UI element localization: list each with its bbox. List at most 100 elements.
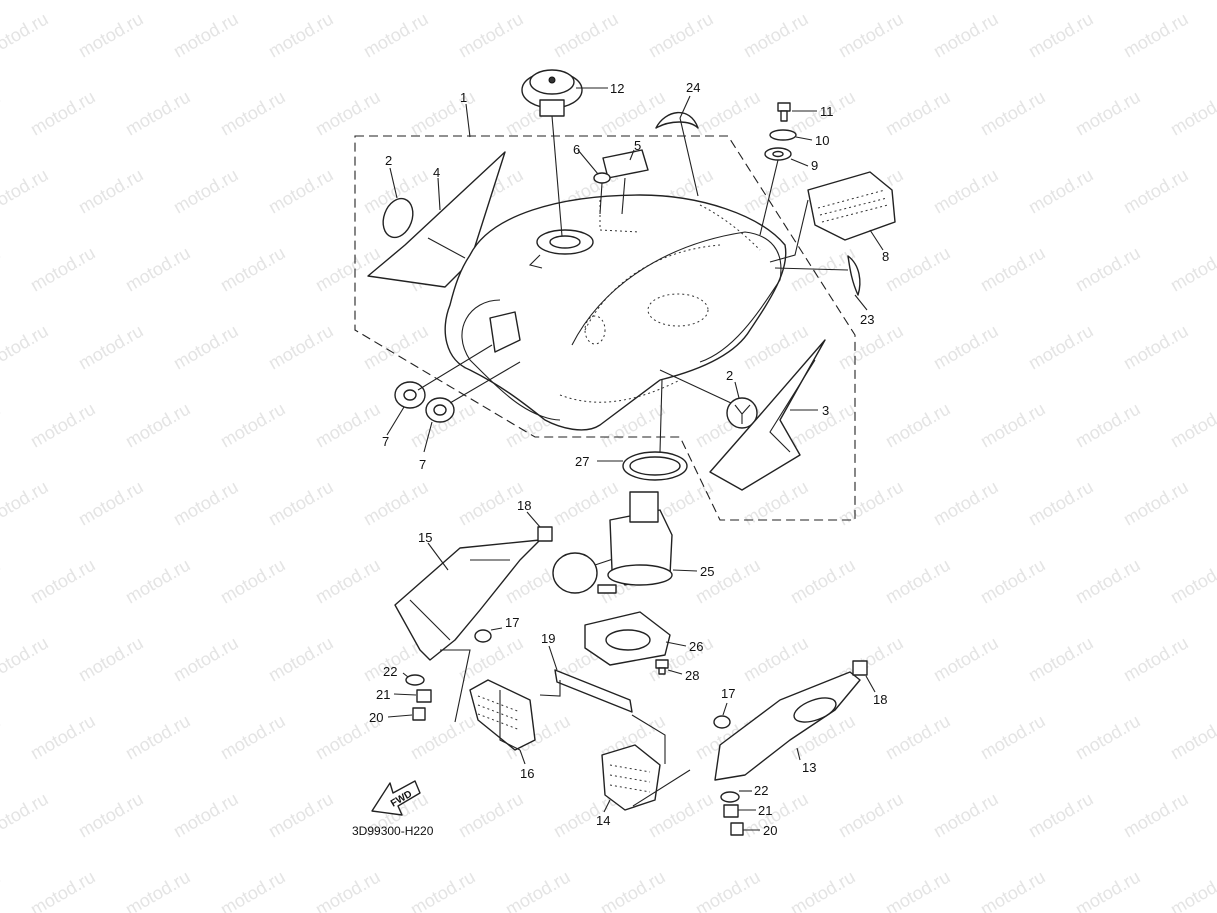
fuel-cap-base — [539, 99, 565, 117]
watermark-text: motod.ru — [265, 321, 337, 374]
watermark-text: motod.ru — [1025, 477, 1097, 530]
rear-rubber-pad — [807, 171, 896, 241]
watermark-text: motod.ru — [312, 867, 384, 913]
watermark-text: motod.ru — [930, 165, 1002, 218]
watermark-text: motod.ru — [977, 555, 1049, 608]
callout-27: 27 — [575, 454, 589, 469]
watermark-text: motod.ru — [977, 399, 1049, 452]
watermark-text: motod.ru — [835, 9, 907, 62]
watermark-text: motod.ru — [0, 867, 4, 913]
watermark-text: motod.ru — [312, 399, 384, 452]
watermark-text: motod.ru — [930, 9, 1002, 62]
top-washer — [769, 129, 797, 141]
pump-float — [552, 552, 598, 594]
fuel-hose — [461, 299, 561, 421]
watermark-text: motod.ru — [407, 867, 479, 913]
watermark-text: motod.ru — [0, 165, 52, 218]
leader-24 — [679, 95, 699, 197]
watermark-text: motod.ru — [882, 555, 954, 608]
left-damper-2-inner — [433, 404, 447, 416]
watermark-text: motod.ru — [312, 87, 384, 140]
right-vent-slats — [609, 764, 651, 793]
watermark-text: motod.ru — [122, 867, 194, 913]
callout-26: 26 — [689, 639, 703, 654]
filler-neck-tab — [528, 254, 543, 269]
watermark-text: motod.ru — [265, 477, 337, 530]
watermark-text: motod.ru — [835, 477, 907, 530]
top-grommet-hole — [772, 150, 784, 158]
right-washer — [720, 791, 740, 803]
tank-assembly-boundary — [354, 135, 856, 521]
left-bolt — [412, 707, 426, 721]
watermark-text: motod.ru — [787, 867, 859, 913]
watermark-text: motod.ru — [27, 711, 99, 764]
leader-25 — [672, 569, 698, 572]
watermark-text: motod.ru — [930, 789, 1002, 842]
watermark-text: motod.ru — [455, 477, 527, 530]
leader-7b — [423, 361, 521, 453]
watermark-text: motod.ru — [502, 867, 574, 913]
callout-13: 13 — [802, 760, 816, 775]
watermark-text: motod.ru — [1167, 711, 1217, 764]
watermark-text: motod.ru — [0, 243, 4, 296]
watermark-text: motod.ru — [0, 87, 4, 140]
watermark-text: motod.ru — [1120, 165, 1192, 218]
callout-2-left: 2 — [385, 153, 392, 168]
watermark-text: motod.ru — [170, 321, 242, 374]
watermark-text: motod.ru — [930, 633, 1002, 686]
callout-22-left: 22 — [383, 664, 397, 679]
watermark-text: motod.ru — [0, 633, 52, 686]
leader-lines — [386, 87, 884, 831]
callout-23: 23 — [860, 312, 874, 327]
watermark-text: motod.ru — [1025, 321, 1097, 374]
leader-18-right — [865, 675, 876, 693]
leader-12-cap-to-tank — [551, 115, 563, 237]
left-emblem — [382, 197, 414, 239]
watermark-text: motod.ru — [1120, 477, 1192, 530]
watermark-text: motod.ru — [27, 87, 99, 140]
rubber-strip — [554, 669, 633, 713]
callout-12: 12 — [610, 81, 624, 96]
leader-16 — [440, 649, 526, 765]
watermark-text: motod.ru — [122, 87, 194, 140]
watermark-text: motod.ru — [0, 9, 52, 62]
right-bolt — [730, 822, 744, 836]
small-disc — [593, 172, 611, 184]
watermark-text: motod.ru — [550, 9, 622, 62]
callout-7a: 7 — [382, 434, 389, 449]
watermark-text: motod.ru — [27, 399, 99, 452]
leader-20-left — [387, 714, 413, 718]
pump-gasket-inner — [629, 456, 681, 476]
callout-25: 25 — [700, 564, 714, 579]
watermark-text: motod.ru — [122, 711, 194, 764]
watermark-text: motod.ru — [1072, 399, 1144, 452]
left-decal-inner-line — [427, 237, 466, 259]
watermark-text: motod.ru — [170, 9, 242, 62]
watermark-text: motod.ru — [217, 867, 289, 913]
leader-9 — [790, 158, 809, 167]
watermark-text: motod.ru — [740, 9, 812, 62]
fuel-cap-lock — [548, 76, 556, 84]
watermark-text: motod.ru — [75, 9, 147, 62]
leader-10 — [795, 136, 813, 141]
watermark-text: motod.ru — [1072, 87, 1144, 140]
watermark-text: motod.ru — [75, 633, 147, 686]
tank-mount-bracket — [489, 311, 521, 353]
watermark-text: motod.ru — [122, 555, 194, 608]
clip-bracket — [655, 111, 699, 129]
right-decal-inner-line — [769, 359, 816, 453]
watermark-text: motod.ru — [360, 477, 432, 530]
left-damper-inner — [403, 389, 417, 401]
watermark-text: motod.ru — [122, 399, 194, 452]
watermark-text: motod.ru — [312, 243, 384, 296]
plate-screw-shank — [658, 667, 666, 675]
watermark-text: motod.ru — [0, 789, 52, 842]
watermark-text: motod.ru — [122, 243, 194, 296]
watermark-text: motod.ru — [217, 243, 289, 296]
watermark-text: motod.ru — [217, 399, 289, 452]
pump-flange — [607, 564, 673, 586]
callout-24: 24 — [686, 80, 700, 95]
watermark-text: motod.ru — [75, 477, 147, 530]
tank-hidden-opening — [647, 293, 709, 327]
watermark-text: motod.ru — [27, 555, 99, 608]
